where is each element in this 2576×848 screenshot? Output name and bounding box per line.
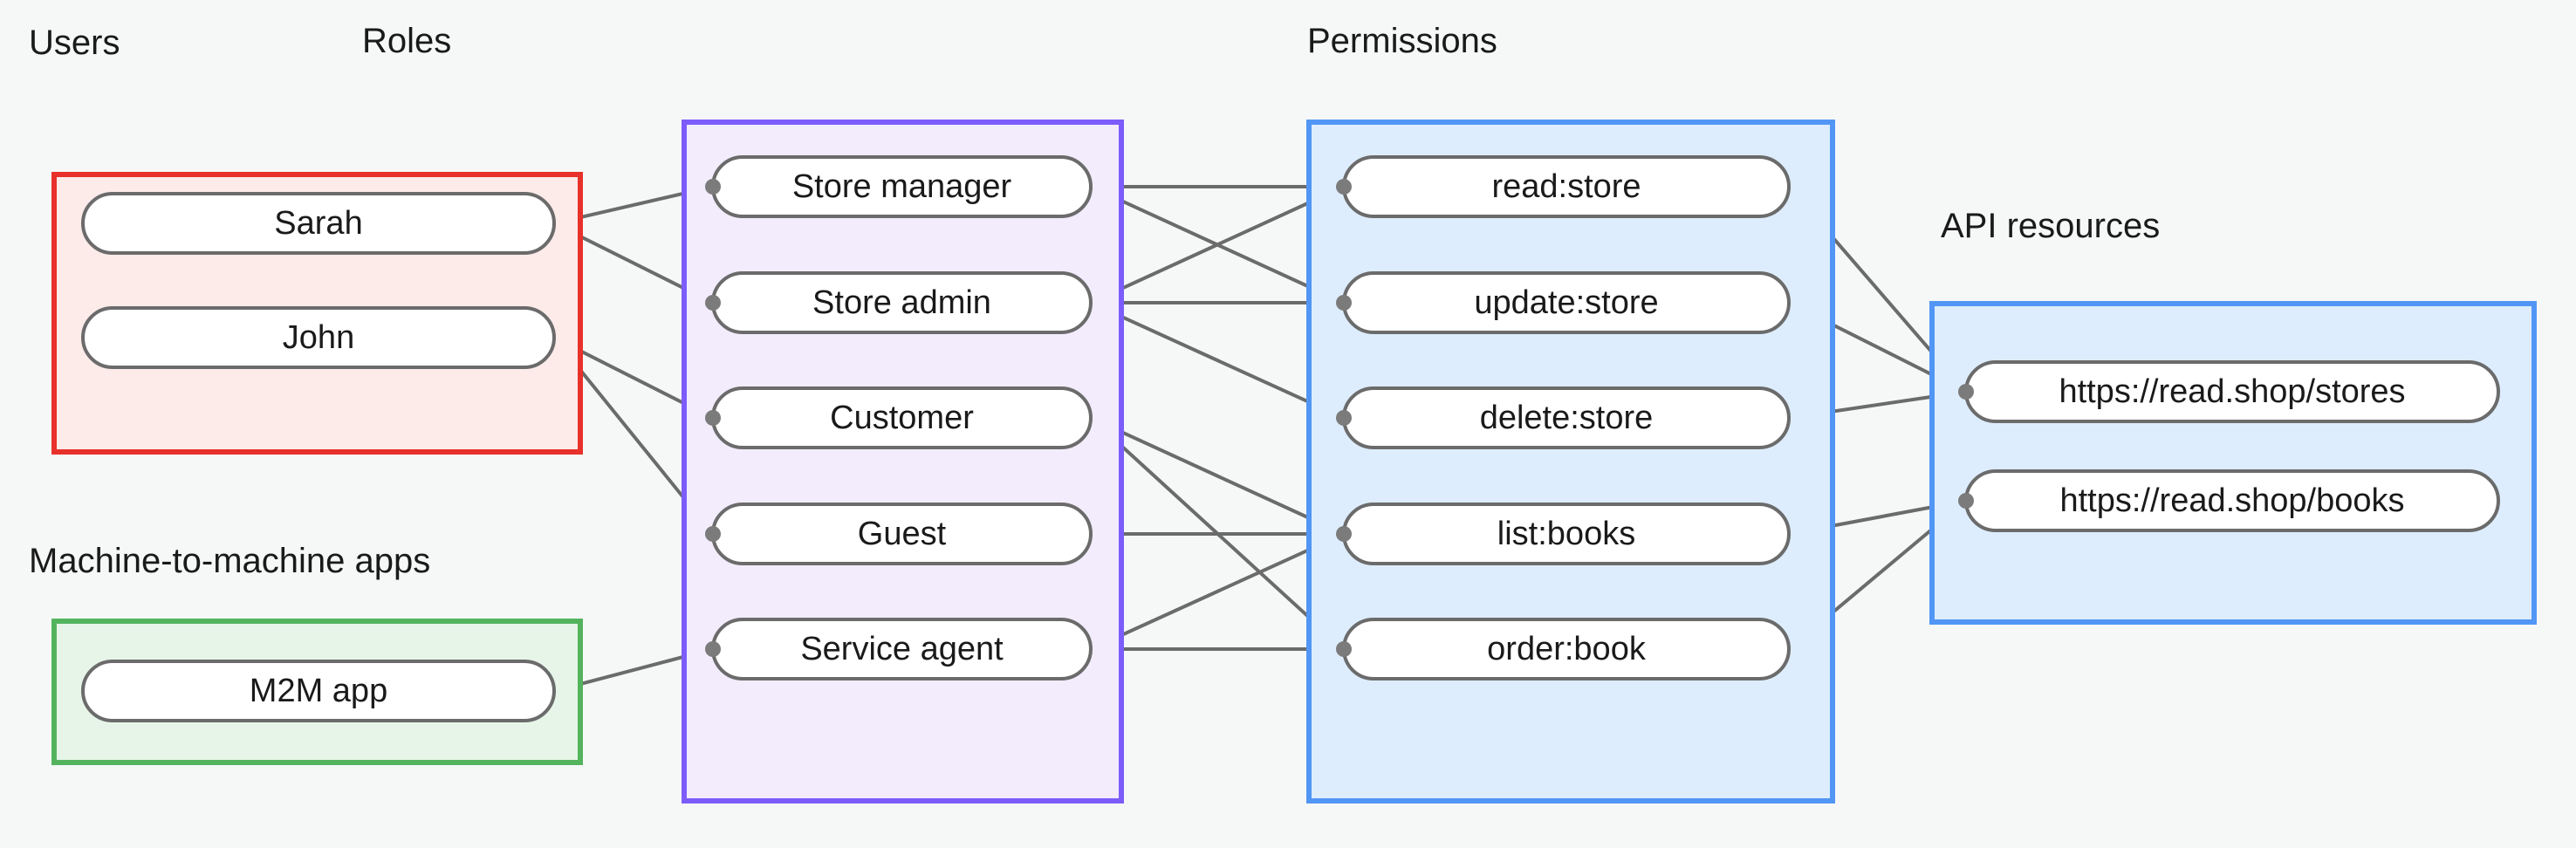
node-label-readstore: read:store bbox=[1491, 168, 1641, 205]
node-label-sarah: Sarah bbox=[274, 205, 362, 242]
node-label-orderbook: order:book bbox=[1487, 631, 1647, 667]
connector-dot-deletestore bbox=[1336, 410, 1352, 426]
connector-dot-customer bbox=[705, 410, 721, 426]
group-box-api bbox=[1929, 301, 2537, 625]
edge-customer-to-listbooks bbox=[1090, 416, 1345, 536]
group-title-api: API resources bbox=[1941, 207, 2160, 245]
node-label-storemanager: Store manager bbox=[792, 168, 1012, 205]
group-title-roles: Roles bbox=[362, 22, 451, 60]
connector-dot-updatestore bbox=[1336, 295, 1352, 311]
node-label-booksurl: https://read.shop/books bbox=[2059, 482, 2404, 519]
dot-layer bbox=[705, 179, 1974, 657]
group-title-permissions: Permissions bbox=[1307, 22, 1497, 60]
node-serviceagent[interactable]: Service agent bbox=[711, 618, 1093, 680]
node-booksurl[interactable]: https://read.shop/books bbox=[1964, 469, 2500, 532]
node-label-customer: Customer bbox=[830, 400, 974, 436]
group-box-roles bbox=[682, 120, 1124, 804]
node-updatestore[interactable]: update:store bbox=[1342, 271, 1791, 334]
node-label-storesurl: https://read.shop/stores bbox=[2059, 373, 2405, 410]
node-label-john: John bbox=[283, 319, 354, 356]
group-title-users: Users bbox=[29, 24, 120, 62]
node-label-serviceagent: Service agent bbox=[800, 631, 1004, 667]
group-permissions: Permissions read:store update:store delete:… bbox=[1306, 22, 1835, 804]
edge-serviceagent-to-listbooks bbox=[1090, 532, 1345, 651]
group-title-m2m: Machine-to-machine apps bbox=[29, 542, 430, 580]
edge-storeadmin-to-deletestore bbox=[1090, 301, 1345, 420]
connector-dot-guest bbox=[705, 526, 721, 542]
connector-dot-booksurl bbox=[1958, 493, 1974, 509]
edge-storeadmin-to-readstore bbox=[1090, 185, 1345, 304]
node-readstore[interactable]: read:store bbox=[1342, 155, 1791, 218]
node-storemanager[interactable]: Store manager bbox=[711, 155, 1093, 218]
node-storeadmin[interactable]: Store admin bbox=[711, 271, 1093, 334]
node-pill-m2mapp[interactable] bbox=[81, 660, 556, 722]
node-storesurl[interactable]: https://read.shop/stores bbox=[1964, 360, 2500, 423]
node-orderbook[interactable]: order:book bbox=[1342, 618, 1791, 680]
node-listbooks[interactable]: list:books bbox=[1342, 503, 1791, 565]
group-api: API resources https://read.shop/stores htt… bbox=[1929, 207, 2537, 625]
connector-dot-orderbook bbox=[1336, 641, 1352, 657]
node-m2mapp[interactable]: M2M app bbox=[81, 660, 556, 722]
node-pill-john[interactable] bbox=[81, 306, 556, 369]
node-label-storeadmin: Store admin bbox=[812, 284, 991, 321]
node-label-updatestore: update:store bbox=[1474, 284, 1658, 321]
node-label-listbooks: list:books bbox=[1497, 516, 1635, 552]
connector-dot-readstore bbox=[1336, 179, 1352, 195]
edge-layer bbox=[552, 185, 1968, 693]
node-deletestore[interactable]: delete:store bbox=[1342, 386, 1791, 449]
node-customer[interactable]: Customer bbox=[711, 386, 1093, 449]
node-label-m2mapp: M2M app bbox=[250, 673, 387, 709]
node-guest[interactable]: Guest bbox=[711, 503, 1093, 565]
node-john[interactable]: John bbox=[81, 306, 556, 369]
node-label-deletestore: delete:store bbox=[1480, 400, 1654, 436]
connector-dot-storesurl bbox=[1958, 384, 1974, 400]
connector-dot-storeadmin bbox=[705, 295, 721, 311]
connector-dot-serviceagent bbox=[705, 641, 721, 657]
group-box-permissions bbox=[1306, 120, 1835, 804]
connector-dot-listbooks bbox=[1336, 526, 1352, 542]
node-sarah[interactable]: Sarah bbox=[81, 192, 556, 255]
node-label-guest: Guest bbox=[858, 516, 947, 552]
connector-dot-storemanager bbox=[705, 179, 721, 195]
node-pill-sarah[interactable] bbox=[81, 192, 556, 255]
